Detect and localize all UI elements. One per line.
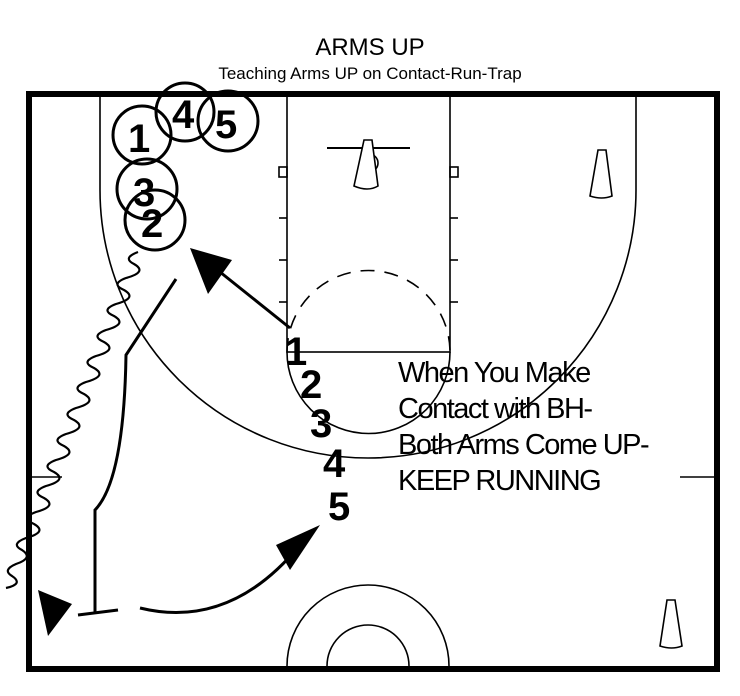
note-line: Both Arms Come UP-: [398, 429, 650, 461]
player-1: 1: [285, 330, 307, 374]
center-circle-outer: [286, 584, 450, 667]
arrowhead-icon: [190, 248, 232, 294]
lane: [286, 93, 451, 353]
cones: [353, 139, 683, 649]
cut-arrow-line: [139, 544, 302, 615]
arrowhead-icon: [276, 525, 320, 570]
screen-bar: [77, 608, 119, 617]
player-circles: [111, 81, 260, 252]
lane-hash-marks: [278, 166, 459, 303]
cone-icon: [589, 149, 613, 199]
note-line: Contact with BH-: [398, 393, 593, 425]
cone-icon: [353, 139, 379, 190]
center-circle-inner: [326, 624, 410, 667]
coaching-note: When You Make Contact with BH- Both Arms…: [398, 355, 650, 499]
cone-icon: [659, 599, 683, 649]
player-1-circled: 1: [128, 117, 150, 161]
pass-arrow-line: [209, 262, 291, 330]
note-line: When You Make: [398, 357, 591, 389]
arrowheads: [38, 248, 320, 636]
player-5-circled: 5: [215, 103, 237, 147]
free-throw-circle-upper: [286, 269, 451, 353]
arrowhead-icon: [38, 590, 72, 636]
player-3: 3: [310, 402, 332, 446]
player-2-circled: 2: [141, 202, 163, 246]
diagram-subtitle: Teaching Arms UP on Contact-Run-Trap: [218, 64, 522, 83]
circled-player-numbers: 1 4 5 3 2: [128, 93, 237, 246]
player-4: 4: [323, 442, 346, 486]
defender-path: [93, 278, 178, 612]
line-player-numbers: 1 2 3 4 5: [285, 330, 350, 529]
player-5: 5: [328, 485, 350, 529]
diagram-title: ARMS UP: [315, 34, 425, 61]
player-3-circled: 3: [133, 171, 155, 215]
note-line: KEEP RUNNING: [398, 465, 602, 497]
three-point-line: [99, 94, 637, 459]
player-2: 2: [300, 363, 322, 407]
free-throw-circle-lower: [286, 351, 451, 435]
dribble-path: [5, 250, 141, 590]
player-4-circled: 4: [172, 93, 195, 137]
